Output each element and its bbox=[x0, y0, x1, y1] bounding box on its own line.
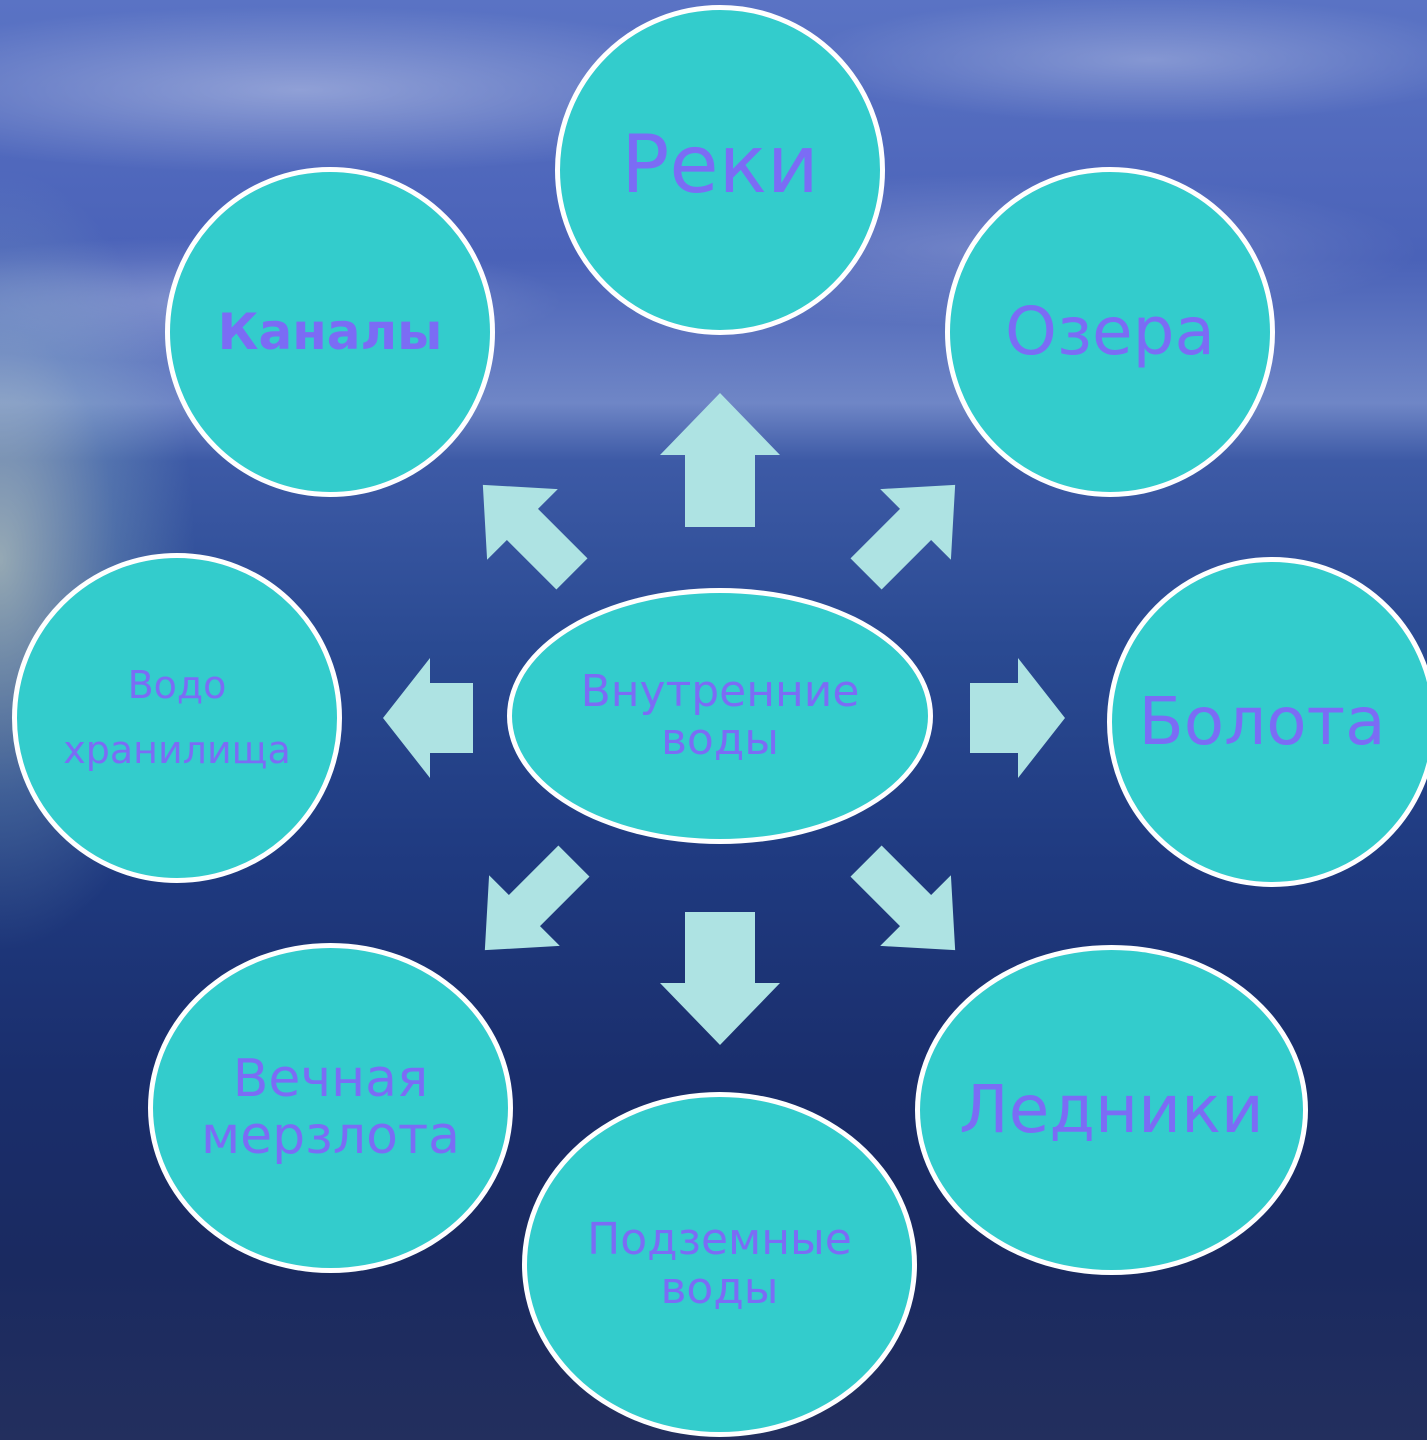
node-bolota-label: Болота bbox=[1138, 683, 1386, 761]
node-podzemnye-label-line2: воды bbox=[660, 1262, 779, 1314]
node-vechnaya-merzlota: Вечная мерзлота bbox=[148, 943, 513, 1273]
arrow-down-right-icon bbox=[850, 845, 956, 951]
node-reki-label: Реки bbox=[621, 118, 819, 211]
node-ledniki: Ледники bbox=[915, 945, 1308, 1275]
node-ozera: Озера bbox=[945, 167, 1275, 497]
center-label-line2: воды bbox=[660, 714, 779, 765]
node-podzemnye-vody: Подземные воды bbox=[522, 1092, 917, 1437]
node-kanaly-label: Каналы bbox=[217, 302, 443, 361]
center-label-line1: Внутренние bbox=[580, 665, 860, 717]
node-vodohranilishcha-label-line2: хранилища bbox=[63, 728, 291, 772]
arrow-up-icon bbox=[660, 393, 780, 527]
center-node-vnutrennie-vody: Внутренние воды bbox=[507, 588, 933, 844]
node-kanaly: Каналы bbox=[165, 167, 495, 497]
node-vodohranilishcha-label-line1: Водо bbox=[127, 663, 227, 708]
node-ledniki-label: Ледники bbox=[959, 1071, 1264, 1149]
node-ozera-label: Озера bbox=[1005, 293, 1215, 371]
node-merzlota-label-line2: мерзлота bbox=[200, 1106, 461, 1166]
node-reki: Реки bbox=[555, 5, 885, 335]
arrow-down-icon bbox=[660, 912, 780, 1045]
node-vodohranilishcha: Водо хранилища bbox=[12, 553, 342, 883]
node-bolota: Болота bbox=[1107, 557, 1427, 887]
arrow-right-icon bbox=[970, 658, 1065, 778]
arrow-up-right-icon bbox=[850, 484, 956, 590]
arrow-down-left-icon bbox=[484, 845, 590, 951]
node-podzemnye-label-line1: Подземные bbox=[587, 1214, 852, 1266]
arrow-left-icon bbox=[383, 658, 473, 778]
node-merzlota-label-line1: Вечная bbox=[232, 1048, 429, 1109]
arrow-up-left-icon bbox=[482, 484, 588, 590]
